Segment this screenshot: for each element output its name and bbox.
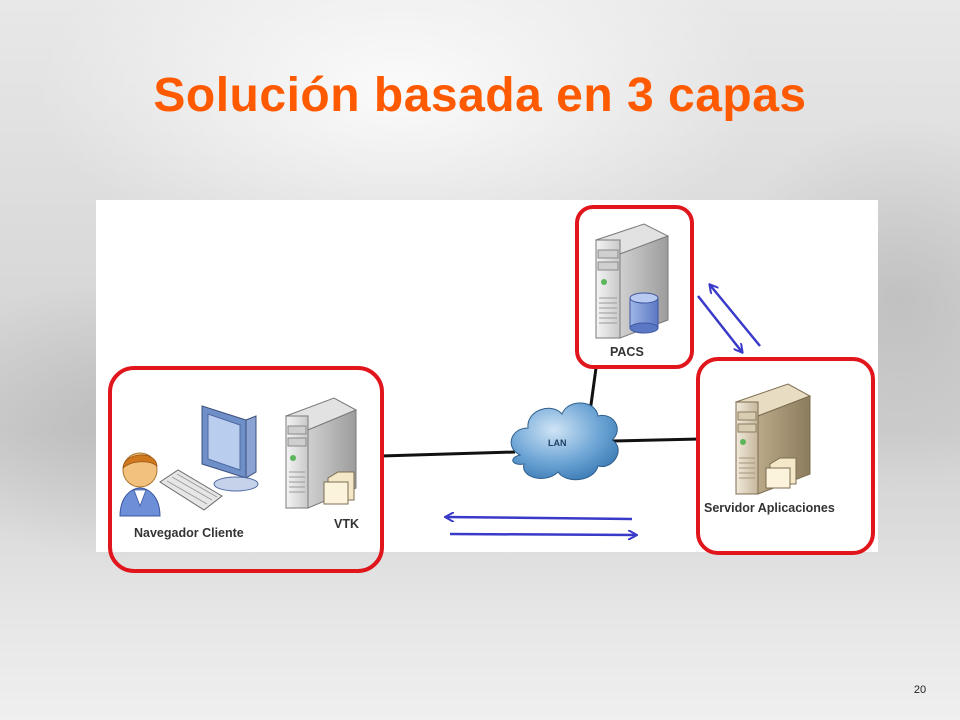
app-server-label: Servidor Aplicaciones	[704, 501, 835, 515]
client-label: Navegador Cliente	[134, 526, 244, 540]
slide-title: Solución basada en 3 capas	[153, 69, 807, 122]
request-arrow-right	[449, 534, 636, 535]
client-tier-highlight	[108, 366, 384, 573]
query-arrow-down	[697, 295, 742, 352]
app-folder-icon	[765, 457, 797, 489]
lan-cloud-icon: LAN	[510, 402, 619, 481]
user-icon	[119, 452, 161, 517]
network-links	[379, 367, 701, 458]
result-arrow-up	[710, 285, 761, 347]
lan-label: LAN	[548, 438, 567, 448]
vtk-folder-icon	[323, 471, 355, 505]
vtk-label: VTK	[334, 517, 359, 531]
database-icon	[629, 292, 659, 334]
response-arrow-left	[446, 517, 633, 519]
pacs-label: PACS	[610, 345, 644, 359]
page-number: 20	[913, 684, 927, 696]
keyboard-icon	[159, 469, 223, 511]
data-tier-highlight	[575, 205, 694, 369]
monitor-icon	[201, 405, 259, 492]
application-tier-highlight	[696, 357, 875, 555]
